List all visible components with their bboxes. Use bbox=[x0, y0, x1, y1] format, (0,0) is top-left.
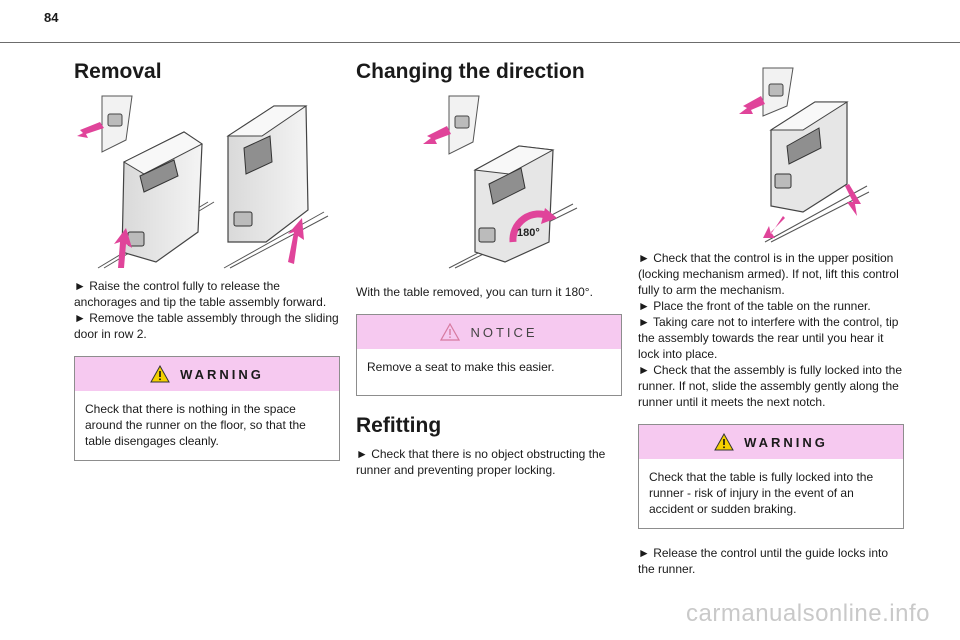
warning-text: Check that there is nothing in the space… bbox=[85, 402, 306, 449]
warning-title: WARNING bbox=[744, 434, 828, 450]
header-divider bbox=[0, 42, 960, 43]
page-number: 84 bbox=[44, 10, 59, 25]
refitting-step-1: ► Check that there is no object obstruct… bbox=[356, 447, 606, 478]
refitting-warning-box: WARNING Check that the table is fully lo… bbox=[638, 424, 904, 529]
warning-header: WARNING bbox=[75, 357, 339, 392]
direction-heading: Changing the direction bbox=[356, 60, 585, 83]
refitting-step-2: ► Check that the control is in the upper… bbox=[638, 251, 899, 297]
warning-title: WARNING bbox=[180, 366, 264, 382]
refitting-heading: Refitting bbox=[356, 414, 442, 438]
warning-text: Check that the table is fully locked int… bbox=[649, 470, 874, 516]
direction-intro: With the table removed, you can turn it … bbox=[356, 285, 593, 300]
warning-icon bbox=[150, 365, 170, 383]
refitting-column: ► Check that the control is in the upper… bbox=[638, 66, 904, 577]
rotation-illustration: 180° bbox=[423, 95, 578, 269]
rotation-label: 180° bbox=[517, 227, 540, 239]
removal-warning-box: WARNING Check that there is nothing in t… bbox=[74, 356, 340, 462]
notice-header: NOTICE bbox=[357, 315, 621, 350]
removal-heading: Removal bbox=[74, 60, 162, 83]
warning-icon bbox=[714, 433, 734, 451]
notice-text: Remove a seat to make this easier. bbox=[367, 360, 555, 375]
refitting-step-3: ► Place the front of the table on the ru… bbox=[638, 299, 871, 313]
notice-title: NOTICE bbox=[470, 324, 538, 340]
removal-step-1: ► Raise the control fully to release the… bbox=[74, 279, 327, 310]
notice-box: NOTICE Remove a seat to make this easier… bbox=[356, 314, 622, 397]
warning-header: WARNING bbox=[639, 425, 903, 459]
refitting-step-6: ► Release the control until the guide lo… bbox=[638, 546, 889, 576]
refitting-step-4: ► Taking care not to interfere with the … bbox=[638, 315, 899, 361]
removal-step-2: ► Remove the table assembly through the … bbox=[74, 311, 339, 342]
refitting-step-5: ► Check that the assembly is fully locke… bbox=[638, 363, 902, 409]
notice-icon bbox=[440, 323, 461, 341]
removal-column: Removal ► Raise the control fully to rel… bbox=[74, 60, 340, 462]
removal-illustration bbox=[77, 95, 329, 269]
direction-column: Changing the direction 180° With the tab… bbox=[356, 60, 622, 478]
watermark: carmanualsonline.info bbox=[686, 600, 930, 627]
refitting-illustration bbox=[739, 67, 870, 243]
